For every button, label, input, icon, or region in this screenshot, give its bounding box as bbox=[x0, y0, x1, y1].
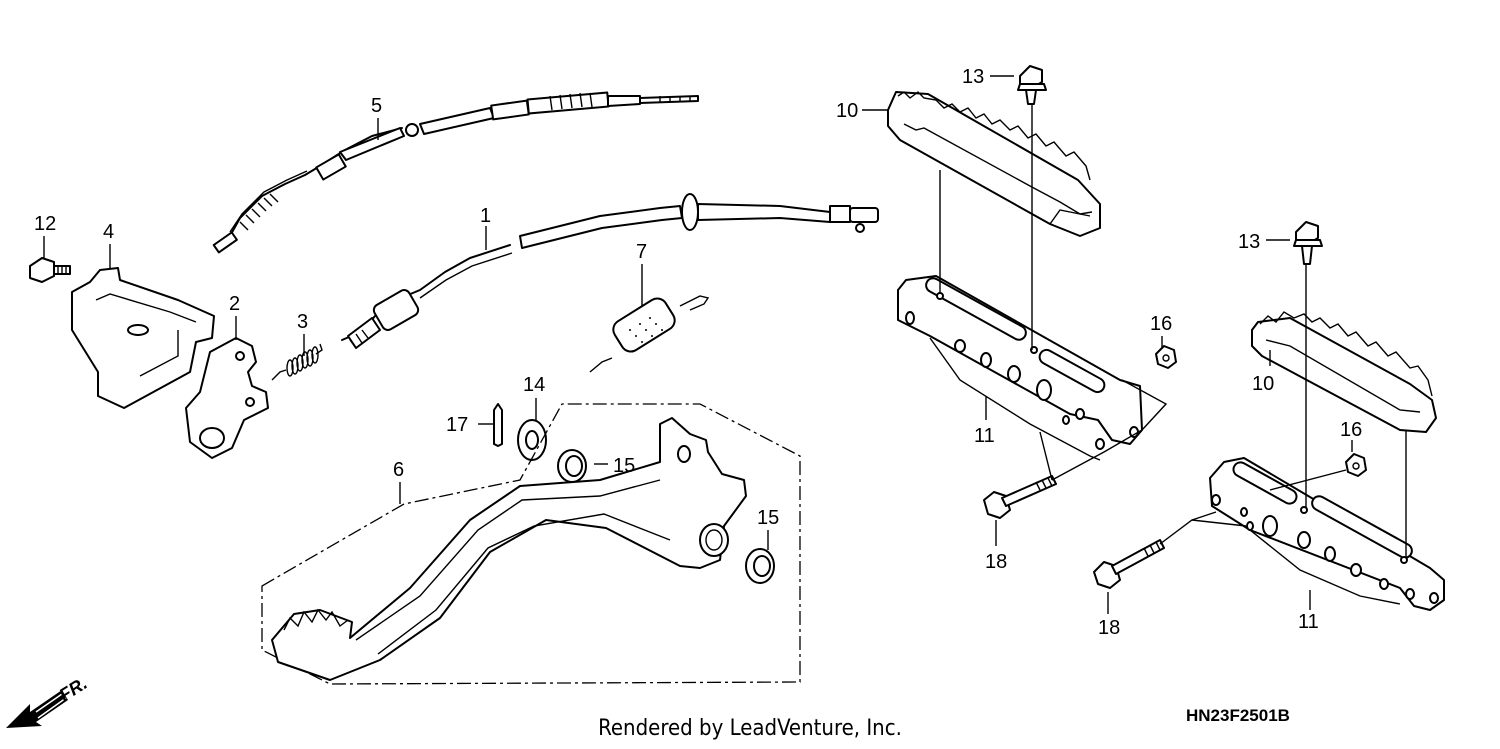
callout-5: 5 bbox=[371, 95, 382, 117]
callout-1: 1 bbox=[480, 205, 491, 227]
part-15-bushing-upper[interactable] bbox=[557, 449, 587, 483]
callout-labels: 1 2 3 4 5 6 7 10 10 11 11 12 13 13 14 15… bbox=[34, 66, 1362, 639]
callout-15a: 15 bbox=[613, 455, 635, 477]
part-16-nut-lower[interactable] bbox=[1345, 453, 1367, 477]
callout-7: 7 bbox=[636, 241, 647, 263]
part-11-bracket-lower[interactable] bbox=[1209, 457, 1445, 611]
part-10-footpeg-upper[interactable] bbox=[887, 91, 1101, 237]
part-10-footpeg-lower[interactable] bbox=[1251, 311, 1437, 433]
part-15-bushing-lower[interactable] bbox=[745, 548, 775, 584]
part-13-bolt-upper[interactable] bbox=[1017, 65, 1047, 105]
part-1-brake-cable[interactable] bbox=[341, 193, 879, 349]
callout-2: 2 bbox=[229, 293, 240, 315]
part-4-bracket[interactable] bbox=[71, 267, 215, 409]
callout-16b: 16 bbox=[1340, 419, 1362, 441]
part-2-bracket[interactable] bbox=[185, 337, 269, 459]
callout-18a: 18 bbox=[985, 551, 1007, 573]
part-12-bolt[interactable] bbox=[29, 257, 71, 283]
leader-lines bbox=[43, 75, 1407, 614]
part-5-brake-cable[interactable] bbox=[212, 91, 699, 254]
part-13-bolt-lower[interactable] bbox=[1293, 221, 1323, 265]
part-16-nut-upper[interactable] bbox=[1155, 345, 1177, 369]
callout-10b: 10 bbox=[1252, 373, 1274, 395]
part-17-cotter-pin[interactable] bbox=[493, 403, 503, 447]
callout-11a: 11 bbox=[974, 425, 995, 447]
part-3-spring[interactable] bbox=[271, 343, 323, 381]
callout-13a: 13 bbox=[962, 66, 984, 88]
callout-17: 17 bbox=[446, 414, 468, 436]
part-18-bolt-upper[interactable] bbox=[983, 475, 1057, 519]
callout-18b: 18 bbox=[1098, 617, 1120, 639]
callout-16a: 16 bbox=[1150, 313, 1172, 335]
callout-3: 3 bbox=[297, 311, 308, 333]
diagram-code: HN23F2501B bbox=[1186, 706, 1290, 725]
part-11-bracket-upper[interactable] bbox=[897, 275, 1143, 461]
callout-11b: 11 bbox=[1298, 611, 1319, 633]
callout-6: 6 bbox=[393, 459, 404, 481]
callout-15b: 15 bbox=[757, 507, 779, 529]
callout-4: 4 bbox=[103, 221, 114, 243]
callout-13b: 13 bbox=[1238, 231, 1260, 253]
callout-10a: 10 bbox=[836, 100, 858, 122]
part-14-washer[interactable] bbox=[517, 419, 547, 461]
part-6-brake-pedal[interactable] bbox=[261, 403, 801, 685]
callout-14: 14 bbox=[523, 374, 545, 396]
footer-credit: Rendered by LeadVenture, Inc. bbox=[598, 716, 902, 741]
part-18-bolt-lower[interactable] bbox=[1093, 539, 1165, 589]
callout-12: 12 bbox=[34, 213, 56, 235]
part-7-spring[interactable] bbox=[589, 295, 710, 373]
